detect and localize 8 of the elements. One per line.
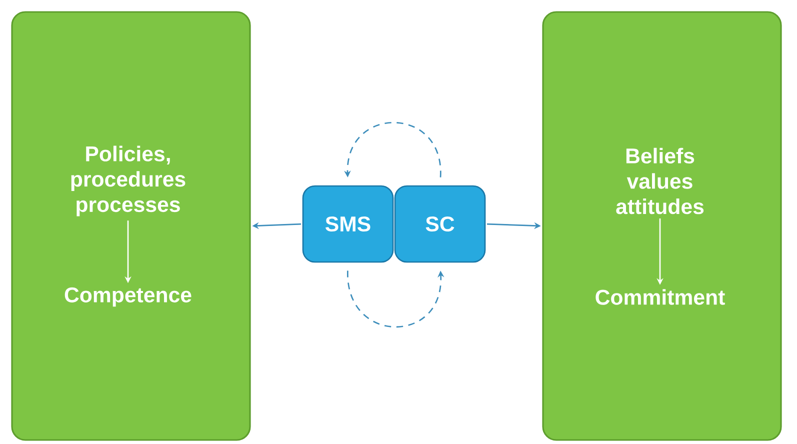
panel-box <box>11 11 251 441</box>
rounded-box: SMS <box>302 185 394 263</box>
rounded-box: SC <box>394 185 486 263</box>
box-label: Policies, procedures processes <box>71 146 186 216</box>
panel-box <box>542 11 782 441</box>
box-label: Commitment <box>596 289 725 305</box>
box-label: Beliefs values attitudes <box>616 148 704 214</box>
box-label: Competence <box>64 287 192 307</box>
